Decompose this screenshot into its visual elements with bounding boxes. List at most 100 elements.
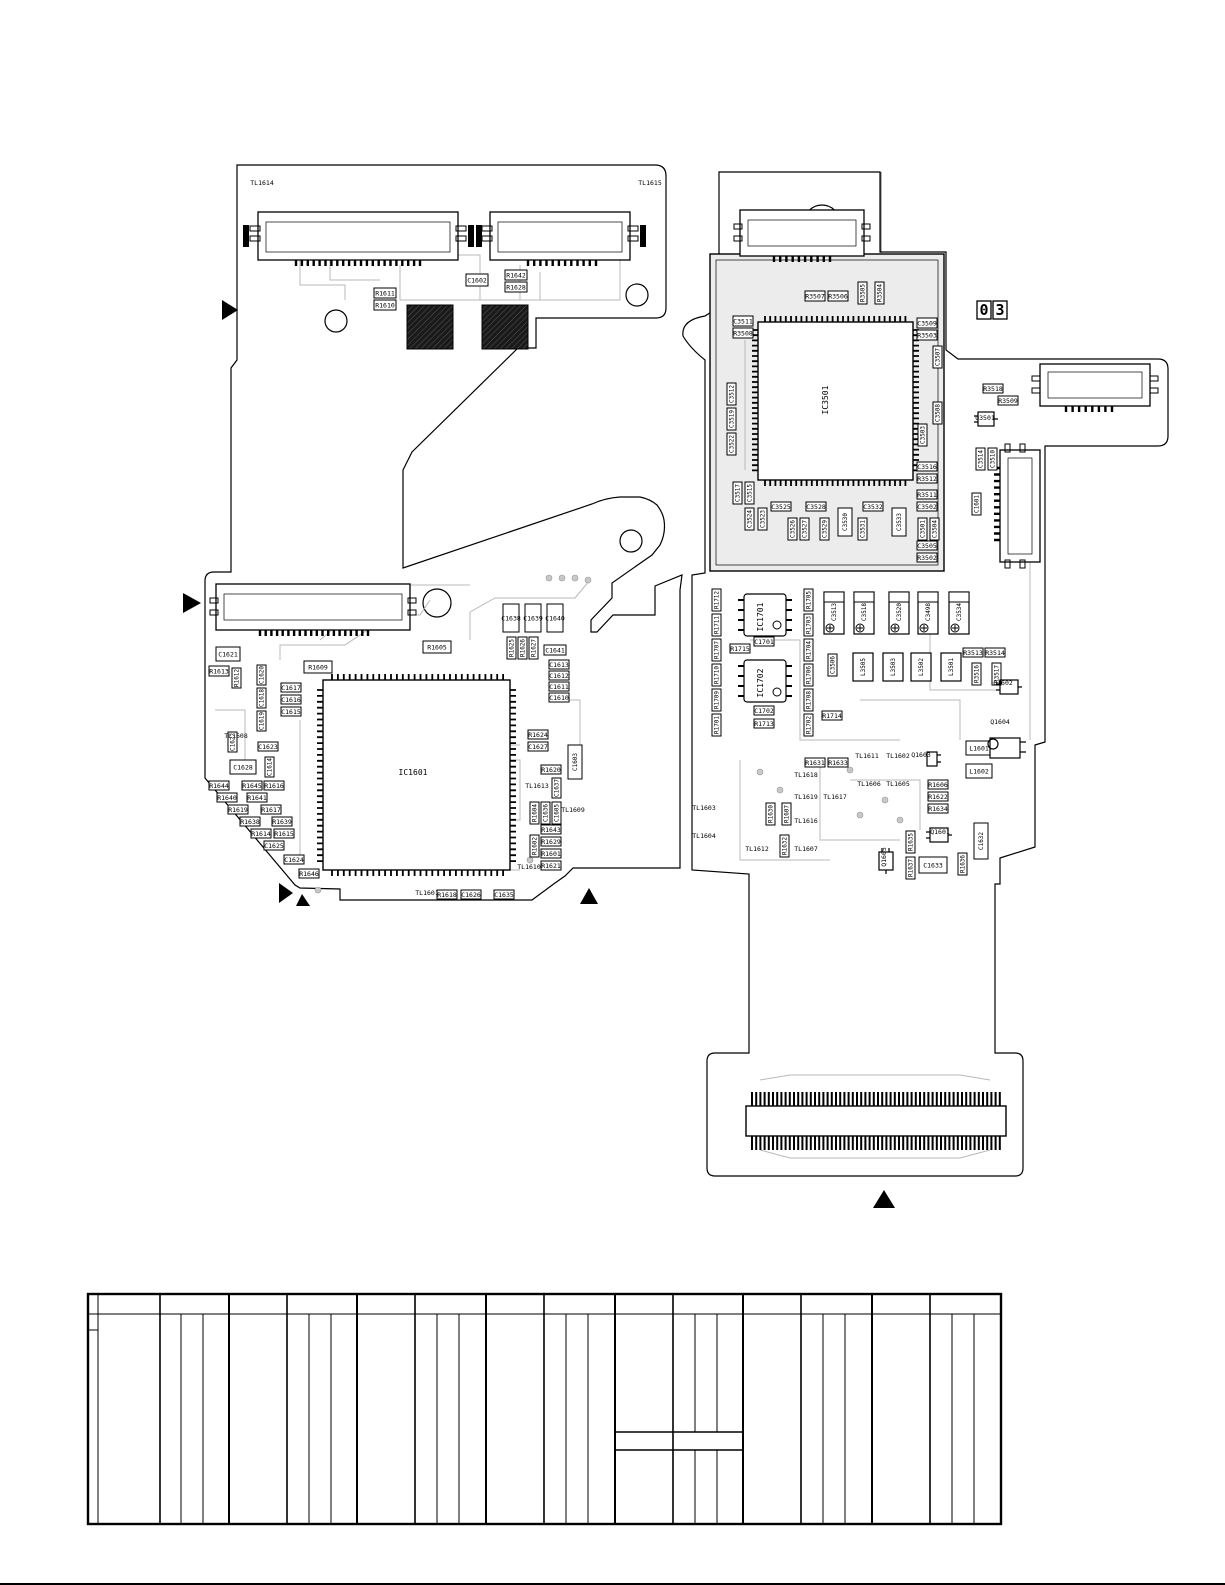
component-label: C3519 bbox=[729, 410, 736, 428]
component-label: R3508 bbox=[733, 329, 753, 337]
test-point-label: TL1607 bbox=[794, 845, 818, 853]
component-label: C3530 bbox=[842, 513, 849, 531]
reference-arrows bbox=[183, 300, 895, 1208]
component-label: C3527 bbox=[802, 520, 809, 538]
fpc-connector-cn5 bbox=[1031, 363, 1159, 412]
test-point-label: TL1613 bbox=[525, 782, 549, 790]
smd-part bbox=[540, 860, 562, 871]
component-label: C1636 bbox=[543, 804, 550, 822]
test-point-label: TL1611 bbox=[855, 752, 879, 760]
fpc-connector-cn1 bbox=[243, 211, 474, 266]
smd-part bbox=[303, 660, 333, 674]
smd-part bbox=[504, 269, 528, 281]
component-label: R1637 bbox=[908, 859, 915, 877]
smd-part bbox=[765, 802, 776, 826]
smd-part bbox=[917, 517, 928, 541]
smd-part bbox=[757, 507, 768, 531]
component-label: R3507 bbox=[805, 292, 825, 300]
component-label: R1606 bbox=[928, 781, 948, 789]
smd-part bbox=[927, 803, 949, 814]
component-label: R1634 bbox=[928, 805, 948, 813]
test-point-label: TL1619 bbox=[794, 793, 818, 801]
component-label: R1617 bbox=[261, 806, 281, 814]
smd-part bbox=[540, 836, 562, 847]
ic1702-package bbox=[738, 659, 792, 703]
component-label: R1605 bbox=[427, 643, 447, 651]
component-label: R1710 bbox=[714, 666, 721, 684]
smd-part bbox=[546, 603, 564, 633]
component-label: R3517 bbox=[994, 665, 1001, 683]
component-label: R1619 bbox=[228, 806, 248, 814]
component-label: C3504 bbox=[932, 520, 939, 538]
smd-part bbox=[711, 713, 722, 737]
smd-part bbox=[905, 830, 916, 854]
component-label: C1603 bbox=[572, 753, 579, 771]
component-label: R3512 bbox=[917, 475, 937, 483]
smd-part bbox=[862, 501, 884, 512]
test-point-label: TL1608 bbox=[224, 732, 248, 740]
ic-label: Q1605 bbox=[880, 847, 888, 867]
component-label: C3509 bbox=[917, 319, 937, 327]
smd-part bbox=[548, 681, 570, 692]
smd-part bbox=[916, 461, 938, 472]
smd-part bbox=[827, 290, 849, 302]
smd-part bbox=[264, 756, 275, 778]
component-label: R1635 bbox=[908, 833, 915, 851]
component-label: R3505 bbox=[860, 284, 867, 302]
smd-part bbox=[227, 804, 249, 815]
smd-part bbox=[548, 670, 570, 681]
smd-part bbox=[256, 687, 267, 709]
transistors bbox=[878, 411, 1026, 874]
component-label: C1622 bbox=[230, 733, 237, 751]
component-label: R3502 bbox=[917, 554, 937, 562]
component-label: C3532 bbox=[863, 503, 883, 511]
smd-part bbox=[208, 665, 230, 677]
component-label: C1610 bbox=[549, 694, 569, 702]
test-point-label: TL1609 bbox=[561, 806, 585, 814]
component-label: C1637 bbox=[554, 779, 561, 797]
component-label: C1615 bbox=[281, 708, 301, 716]
component-label: C3502 bbox=[917, 503, 937, 511]
component-label: R1702 bbox=[806, 716, 813, 734]
component-label: L1602 bbox=[969, 767, 989, 775]
smd-part bbox=[957, 852, 968, 876]
fpc-connector-cn2 bbox=[476, 211, 646, 266]
ic1701-package bbox=[738, 593, 792, 637]
smd-part bbox=[283, 854, 305, 865]
component-label: R1706 bbox=[806, 666, 813, 684]
component-label: R1610 bbox=[375, 301, 395, 309]
component-label: R1638 bbox=[240, 818, 260, 826]
smd-part bbox=[982, 383, 1004, 394]
component-label: R1703 bbox=[806, 616, 813, 634]
smd-part bbox=[891, 507, 907, 537]
inductor bbox=[910, 652, 932, 682]
smd-part bbox=[543, 644, 567, 656]
smd-part bbox=[803, 588, 814, 612]
test-point-label: TL1610 bbox=[517, 863, 541, 871]
smd-part bbox=[984, 647, 1006, 658]
smd-part bbox=[779, 834, 790, 858]
component-label: C3525 bbox=[771, 503, 791, 511]
smd-part bbox=[373, 299, 397, 311]
hatched-chip bbox=[481, 304, 529, 350]
page-number-digit: 0 bbox=[979, 301, 988, 319]
smd-part bbox=[436, 889, 458, 900]
test-point-label: TL1602 bbox=[886, 752, 910, 760]
smd-part bbox=[803, 713, 814, 737]
board-to-board-connector bbox=[745, 1092, 1007, 1150]
smd-part bbox=[804, 290, 826, 302]
smd-part bbox=[929, 517, 940, 541]
component-label: C3526 bbox=[790, 520, 797, 538]
smd-part bbox=[529, 801, 540, 825]
component-label: R1636 bbox=[960, 855, 967, 873]
component-label: C1602 bbox=[467, 276, 487, 284]
component-label: C1625 bbox=[264, 842, 284, 850]
component-label: C3518 bbox=[861, 603, 868, 621]
smd-part bbox=[837, 507, 853, 537]
component-label: C3513 bbox=[831, 603, 838, 621]
smd-part bbox=[271, 816, 293, 827]
smd-part bbox=[548, 692, 570, 703]
smd-part bbox=[781, 802, 792, 826]
